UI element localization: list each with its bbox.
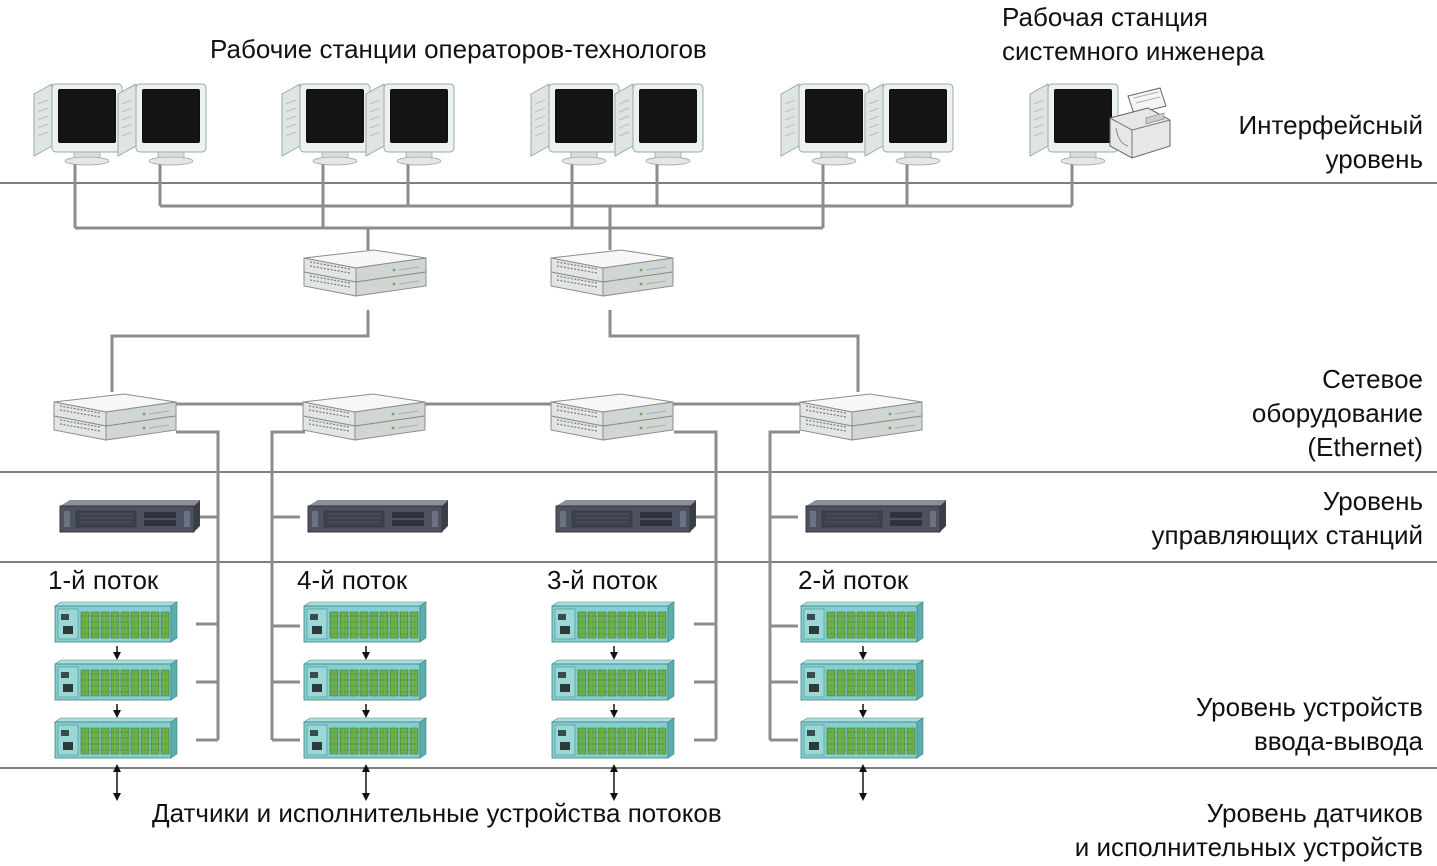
rack-server-icon [59, 499, 201, 533]
io-module-rack-icon [303, 601, 427, 643]
crt-monitor-icon [365, 83, 455, 166]
network-wires [73, 160, 1074, 742]
io-module-rack-icon [800, 601, 924, 643]
operators-label: Рабочие станции операторов-технологов [210, 34, 707, 64]
network-switch-icon [550, 249, 674, 297]
network-switch-icon [550, 393, 674, 441]
engineer-workstation [1029, 83, 1171, 166]
level-network-line3: (Ethernet) [1307, 432, 1423, 462]
crt-monitor-icon [281, 83, 371, 166]
control-stations [59, 499, 947, 533]
network-switch-icon [53, 393, 177, 441]
stream-label-1: 1-й поток [48, 565, 159, 595]
level-io-line2: ввода-вывода [1253, 726, 1423, 756]
level-control-line1: Уровень [1322, 486, 1423, 516]
io-module-rack-icon [54, 601, 178, 643]
io-module-rack-icon [551, 717, 675, 759]
operator-workstations [33, 83, 954, 166]
io-module-rack-icon [800, 717, 924, 759]
level-interface-line1: Интерфейсный [1238, 110, 1423, 140]
io-module-rack-icon [54, 659, 178, 701]
rack-server-icon [307, 499, 449, 533]
rack-server-icon [805, 499, 947, 533]
stream-label-3: 3-й поток [547, 565, 658, 595]
network-switches [53, 249, 923, 441]
network-switch-icon [303, 249, 427, 297]
level-io-line1: Уровень устройств [1195, 692, 1423, 722]
crt-monitor-icon [1029, 83, 1119, 166]
level-separators [0, 182, 1437, 769]
sensors-actuators-label: Датчики и исполнительные устройства пото… [152, 798, 722, 828]
network-switch-icon [799, 393, 923, 441]
level-interface-line2: уровень [1325, 144, 1423, 174]
crt-monitor-icon [33, 83, 123, 166]
crt-monitor-icon [117, 83, 207, 166]
stream-label-2: 2-й поток [798, 565, 909, 595]
level-network-line2: оборудование [1251, 398, 1423, 428]
crt-monitor-icon [864, 83, 954, 166]
io-module-rack-icon [54, 717, 178, 759]
level-sensors-line1: Уровень датчиков [1206, 798, 1423, 828]
crt-monitor-icon [614, 83, 704, 166]
network-switch-icon [302, 393, 426, 441]
io-module-rack-icon [551, 601, 675, 643]
io-module-rack-icon [800, 659, 924, 701]
io-module-rack-icon [303, 717, 427, 759]
stream-label-4: 4-й поток [297, 565, 408, 595]
level-sensors-line2: и исполнительных устройств [1074, 832, 1423, 862]
crt-monitor-icon [780, 83, 870, 166]
io-module-rack-icon [303, 659, 427, 701]
printer-icon [1109, 87, 1171, 159]
io-module-rack-icon [551, 659, 675, 701]
engineer-label-line2: системного инженера [1002, 36, 1265, 66]
rack-server-icon [555, 499, 697, 533]
level-control-line2: управляющих станций [1151, 520, 1423, 550]
crt-monitor-icon [530, 83, 620, 166]
engineer-label-line1: Рабочая станция [1002, 2, 1208, 32]
level-network-line1: Сетевое [1322, 364, 1423, 394]
signal-arrows [113, 646, 867, 801]
